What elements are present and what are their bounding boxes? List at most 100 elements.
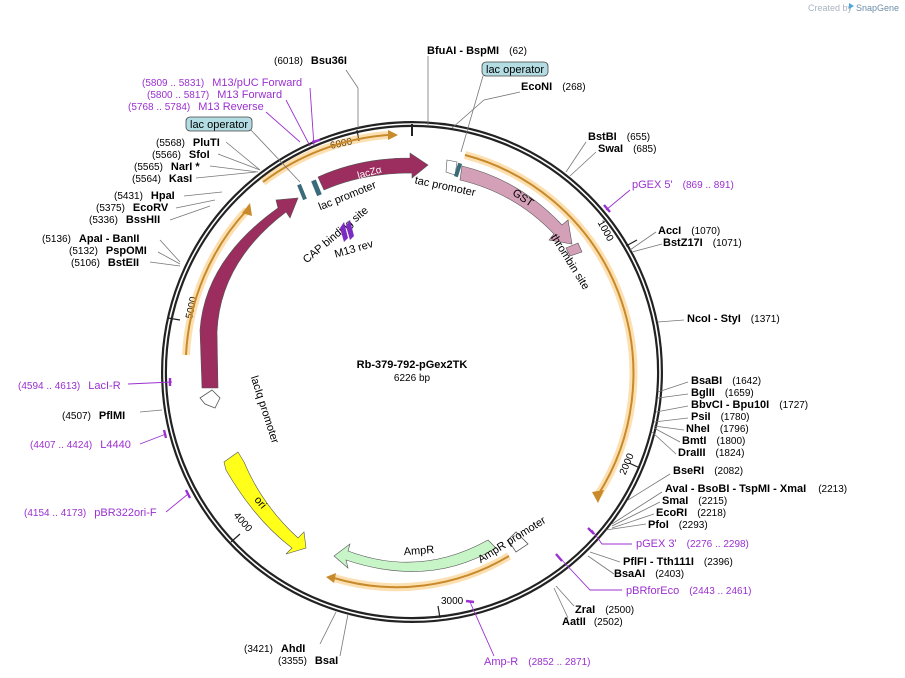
site-psii[interactable]: PsiI(1780) [691, 411, 749, 423]
feature-m13rev-arrow-1[interactable] [340, 222, 348, 242]
site-ahdi[interactable]: (3421)AhdI [244, 643, 305, 655]
site-draiii[interactable]: DraIII(1824) [678, 447, 744, 459]
feature-cap-block[interactable] [311, 179, 322, 197]
site-nhei[interactable]: NheI(1796) [686, 423, 749, 435]
site-sfoi[interactable]: (5566)SfoI [152, 149, 210, 161]
feature-gst-arrow[interactable] [459, 165, 573, 245]
primer-laci-r[interactable]: (4594 .. 4613)LacI-R [18, 380, 121, 392]
site-nari[interactable]: (5565)NarI * [134, 161, 200, 173]
primer-mark-m13[interactable] [311, 138, 321, 144]
feature-ampr-arrow[interactable] [333, 539, 497, 572]
lac-operator-1-box[interactable] [185, 116, 253, 132]
orf-arrowheads [242, 130, 604, 583]
site-apai[interactable]: (5136)ApaI - BanII [42, 233, 139, 245]
leader-pluti [225, 141, 261, 171]
site-ecorv[interactable]: (5375)EcoRV [96, 202, 169, 214]
primer-m13fwd[interactable]: (5800 .. 5817)M13 Forward [147, 89, 282, 101]
site-pluti-name: PluTI [193, 137, 220, 149]
feature-ampr-promoter-arrow[interactable] [507, 531, 529, 553]
leader-psii [653, 417, 689, 423]
site-bstz17i[interactable]: BstZ17I(1071) [663, 237, 742, 249]
primer-mark-pbr322ori[interactable] [184, 489, 192, 499]
site-kasi[interactable]: (5564) KasI [132, 173, 192, 185]
site-pflmi[interactable]: (4507)PflMI [62, 410, 125, 422]
feature-ori-arrow[interactable] [223, 451, 307, 555]
site-avai[interactable]: AvaI - BsoBI - TspMI - XmaI(2213) [665, 483, 847, 495]
leader-bglii [657, 393, 689, 399]
site-ecori[interactable]: EcoRI(2218) [656, 507, 726, 519]
site-ecori-pos: (2218) [697, 508, 726, 519]
site-bmti-pos: (1800) [716, 436, 745, 447]
site-bsaai[interactable]: BsaAI(2403) [614, 568, 684, 580]
site-bseri-name: BseRI [673, 465, 704, 477]
primer-m13puc[interactable]: (5809 .. 5831)M13/pUC Forward [142, 77, 302, 89]
primer-mark-l4440[interactable] [162, 429, 168, 439]
feature-laci-arrow[interactable] [199, 197, 299, 389]
site-econi-name: EcoNI [521, 81, 552, 93]
site-bsshii[interactable]: (5336)BssHII [89, 214, 160, 226]
site-bbvci-name: BbvCI - Bpu10I [691, 399, 769, 411]
site-pluti[interactable]: (5568)PluTI [156, 137, 220, 149]
feature-m13rev-arrow-2[interactable] [346, 220, 354, 240]
site-swai-name: SwaI [598, 143, 623, 155]
site-econi[interactable]: EcoNI(268) [521, 81, 586, 93]
feature-lacza-arrow[interactable] [317, 152, 429, 191]
site-kasi-name: KasI [169, 173, 192, 185]
site-swai[interactable]: SwaI(685) [598, 143, 656, 155]
site-ncoi[interactable]: NcoI - StyI(1371) [687, 313, 780, 325]
site-hpai[interactable]: (5431)HpaI [114, 190, 175, 202]
primer-ampr[interactable]: Amp-R(2852 .. 2871) [484, 656, 591, 668]
feature-laciq-promoter-arrow[interactable] [199, 389, 221, 409]
leader-zrai [555, 585, 575, 607]
primer-pbr322ori[interactable]: (4154 .. 4173)pBR322ori-F [24, 507, 157, 519]
leader-bsshii [169, 205, 211, 221]
site-bsteii[interactable]: (5106)BstEII [71, 257, 139, 269]
primer-pbrforeco[interactable]: pBRforEco(2443 .. 2461) [626, 585, 751, 597]
primer-pgex3[interactable]: pGEX 3'(2276 .. 2298) [636, 538, 749, 550]
site-bmti[interactable]: BmtI(1800) [682, 435, 745, 447]
site-pspomi[interactable]: (5132)PspOMI [69, 245, 147, 257]
site-aatii-name: AatII [562, 616, 586, 628]
site-pfoi[interactable]: PfoI(2293) [648, 519, 708, 531]
feature-lac-operator-1-block[interactable] [297, 183, 307, 201]
feature-lac-operator-2-block[interactable] [453, 162, 463, 178]
primer-l4440[interactable]: (4407 .. 4424)L4440 [30, 439, 131, 451]
lac-operator-2-box[interactable] [481, 61, 549, 77]
primer-pbrforeco-range: (2443 .. 2461) [689, 586, 751, 597]
site-bfuai[interactable]: BfuAI - BspMI(62) [427, 45, 527, 57]
primer-mark-ampr[interactable] [465, 599, 475, 604]
lac-operator-1-leader [249, 128, 301, 183]
site-draiii-pos: (1824) [716, 448, 745, 459]
plasmid-length: 6226 bp [394, 373, 431, 384]
primer-leader-m13rev [265, 111, 301, 143]
site-ahdi-pos: (3421) [244, 644, 273, 655]
primer-mark-pgex3[interactable] [587, 527, 595, 535]
site-zrai[interactable]: ZraI(2500) [575, 604, 634, 616]
lac-operator-callouts: lac operator lac operator [185, 61, 549, 183]
site-bsai[interactable]: (3355)BsaI [278, 655, 338, 667]
site-avai-name: AvaI - BsoBI - TspMI - XmaI [665, 483, 806, 495]
primer-m13fwd-name: M13 Forward [217, 89, 282, 101]
site-bstbi[interactable]: BstBI(655) [588, 131, 650, 143]
primer-pgex5[interactable]: pGEX 5'(869 .. 891) [632, 179, 734, 191]
site-bglii[interactable]: BglII(1659) [691, 387, 754, 399]
feature-thrombin-block[interactable] [565, 242, 583, 257]
leader-pflmi [139, 409, 163, 413]
primer-mark-pgex5[interactable] [603, 204, 611, 213]
site-pflfi[interactable]: PflFI - Tth111I(2396) [623, 556, 733, 568]
site-aatii[interactable]: AatII(2502) [562, 616, 623, 628]
site-bglii-pos: (1659) [725, 388, 754, 399]
site-bbvci[interactable]: BbvCI - Bpu10I(1727) [691, 399, 808, 411]
site-smai[interactable]: SmaI(2215) [662, 495, 727, 507]
leader-bsabi [657, 381, 689, 393]
primer-m13rev[interactable]: (5768 .. 5784)M13 Reverse [128, 101, 264, 113]
site-bsu36i[interactable]: (6018)Bsu36I [274, 55, 347, 67]
site-bsabi[interactable]: BsaBI(1642) [691, 375, 761, 387]
site-acci[interactable]: AccI(1070) [658, 225, 720, 237]
site-bseri[interactable]: BseRI(2082) [673, 465, 743, 477]
primer-m13rev-name: M13 Reverse [198, 101, 263, 113]
tick-4000 [230, 533, 241, 543]
orf-laczalpha-head [388, 130, 398, 140]
site-kasi-pos: (5564) [132, 174, 161, 185]
primer-mark-pbrforeco[interactable] [555, 553, 563, 562]
